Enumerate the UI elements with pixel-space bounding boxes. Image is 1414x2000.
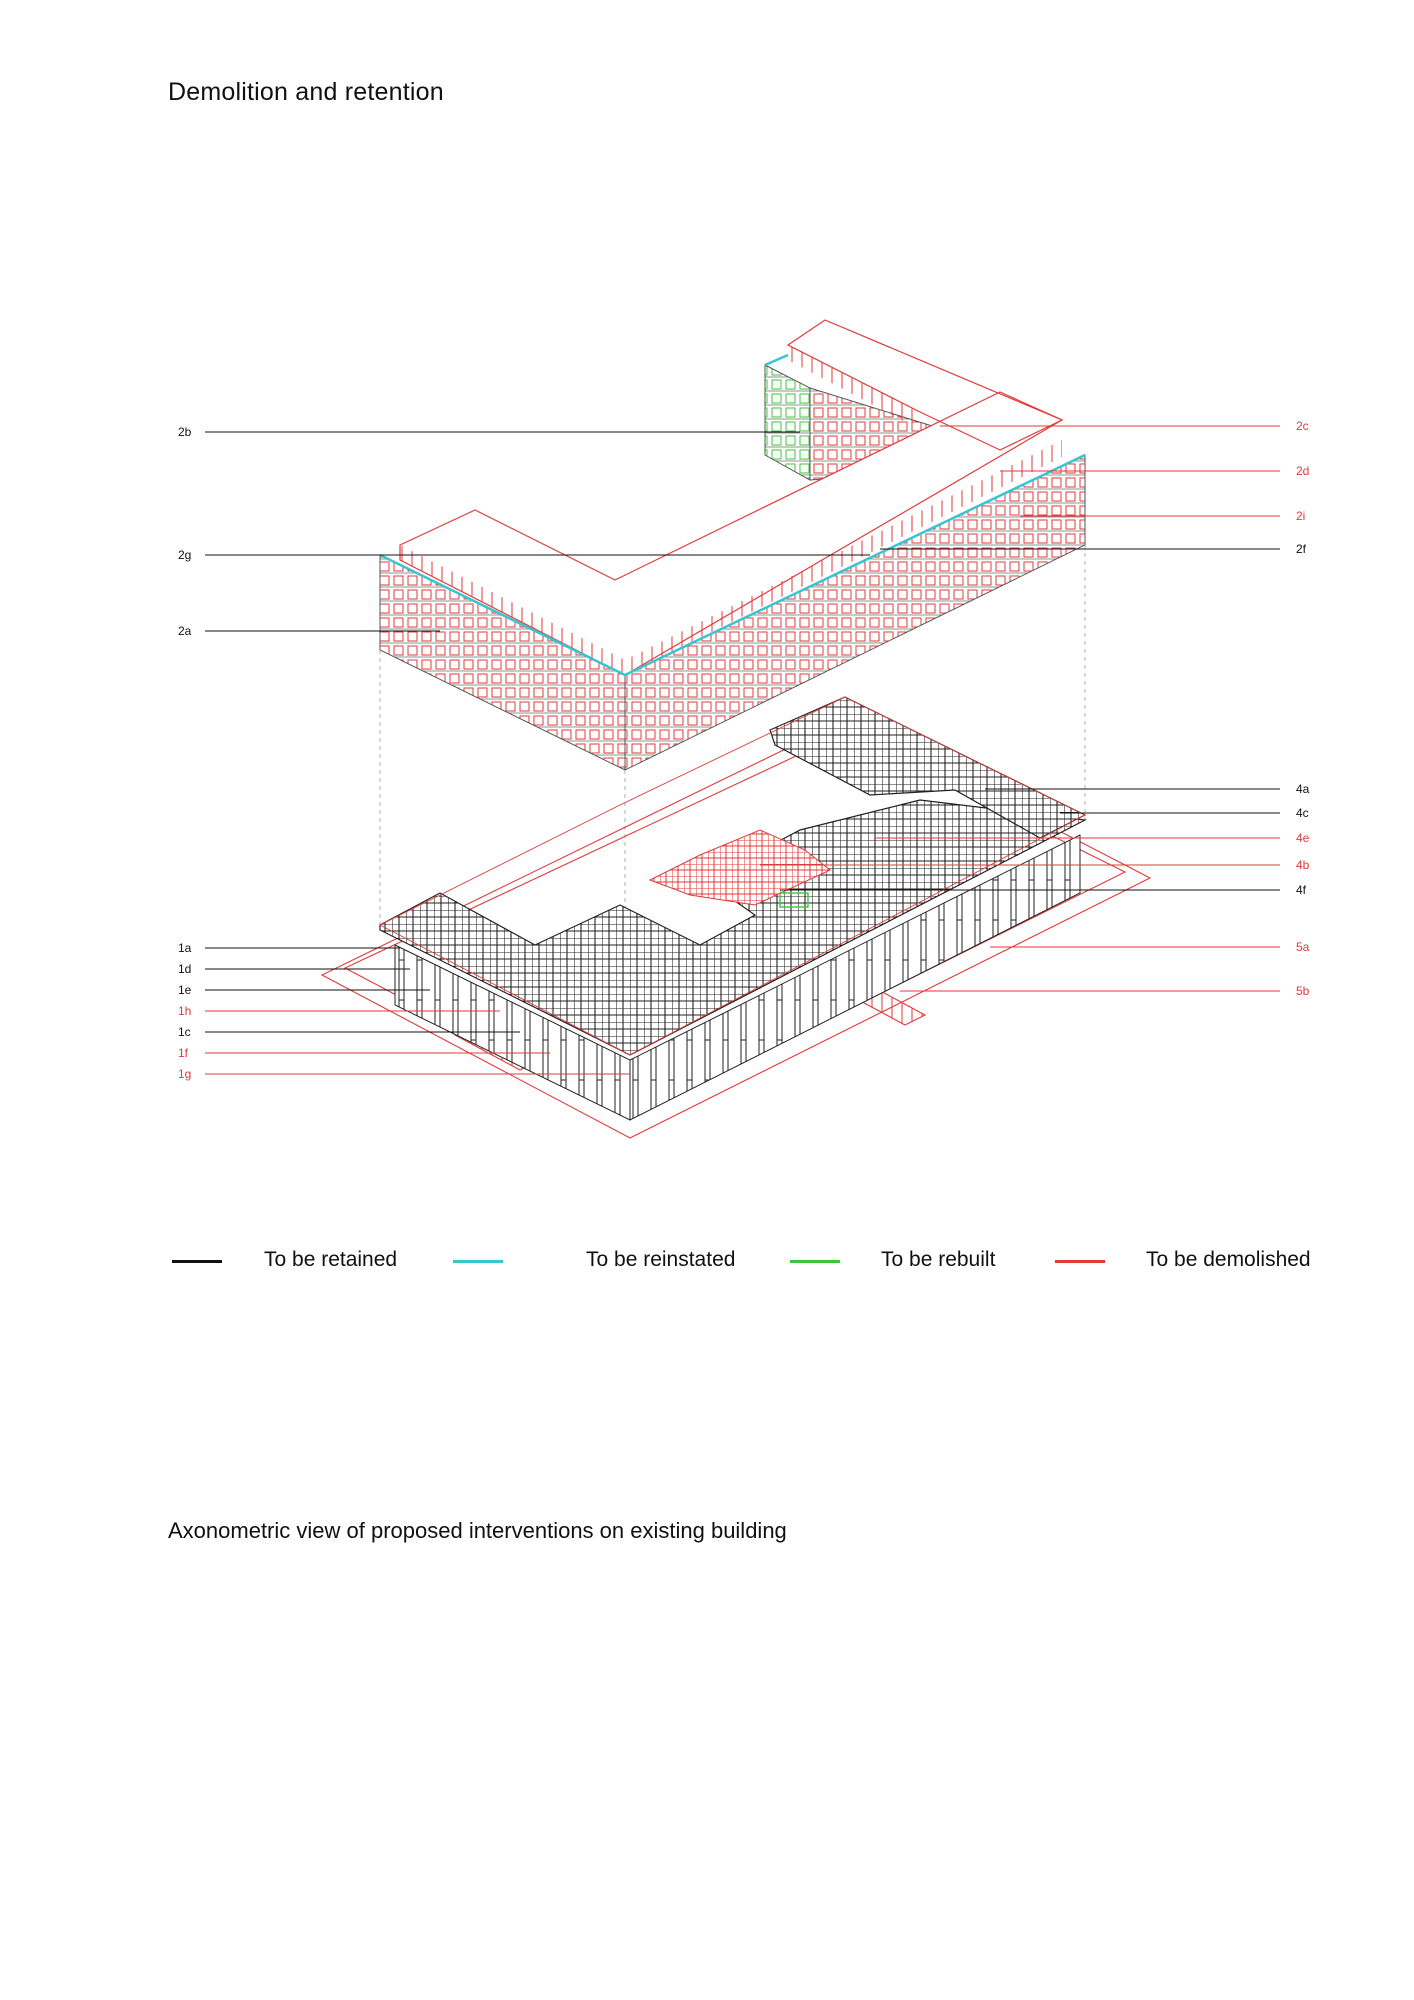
leader-lines: [205, 425, 1280, 1075]
label-2c: 2c: [1296, 419, 1309, 433]
label-2b: 2b: [178, 425, 192, 439]
label-5a: 5a: [1296, 940, 1310, 954]
legend-label-rebuilt: To be rebuilt: [881, 1248, 996, 1271]
label-2f: 2f: [1296, 542, 1307, 556]
label-1g: 1g: [178, 1067, 191, 1081]
label-1d: 1d: [178, 962, 191, 976]
ground-floor-columns: [394, 834, 1081, 1121]
label-2d: 2d: [1296, 464, 1309, 478]
legend-label-reinstated: To be reinstated: [586, 1248, 736, 1271]
label-4b: 4b: [1296, 858, 1310, 872]
label-2i: 2i: [1296, 509, 1305, 523]
label-1h: 1h: [178, 1004, 191, 1018]
first-floor-grid: [379, 696, 1088, 1056]
labels-right: 2c 2d 2i 2f 4a 4c 4e 4b 4f 5a 5b: [1296, 419, 1310, 998]
label-1e: 1e: [178, 983, 192, 997]
label-4c: 4c: [1296, 806, 1309, 820]
label-4e: 4e: [1296, 831, 1310, 845]
label-2g: 2g: [178, 548, 191, 562]
label-1a: 1a: [178, 941, 192, 955]
legend-swatch-reinstated: [453, 1260, 503, 1263]
label-4a: 4a: [1296, 782, 1310, 796]
labels-left: 2b 2g 2a 1a 1d 1e 1h 1c 1f 1g: [178, 425, 192, 1081]
upper-building: [379, 319, 1086, 771]
legend-swatch-demolished: [1055, 1260, 1105, 1263]
legend: To be retained To be reinstated To be re…: [0, 1248, 1414, 1288]
figure-caption: Axonometric view of proposed interventio…: [168, 1518, 787, 1543]
label-1f: 1f: [178, 1046, 189, 1060]
legend-swatch-retained: [172, 1260, 222, 1263]
legend-swatch-rebuilt: [790, 1260, 840, 1263]
label-5b: 5b: [1296, 984, 1310, 998]
legend-label-retained: To be retained: [264, 1248, 398, 1271]
legend-label-demolished: To be demolished: [1146, 1248, 1311, 1271]
label-2a: 2a: [178, 624, 192, 638]
label-4f: 4f: [1296, 883, 1307, 897]
label-1c: 1c: [178, 1025, 191, 1039]
page-title: Demolition and retention: [168, 78, 444, 106]
